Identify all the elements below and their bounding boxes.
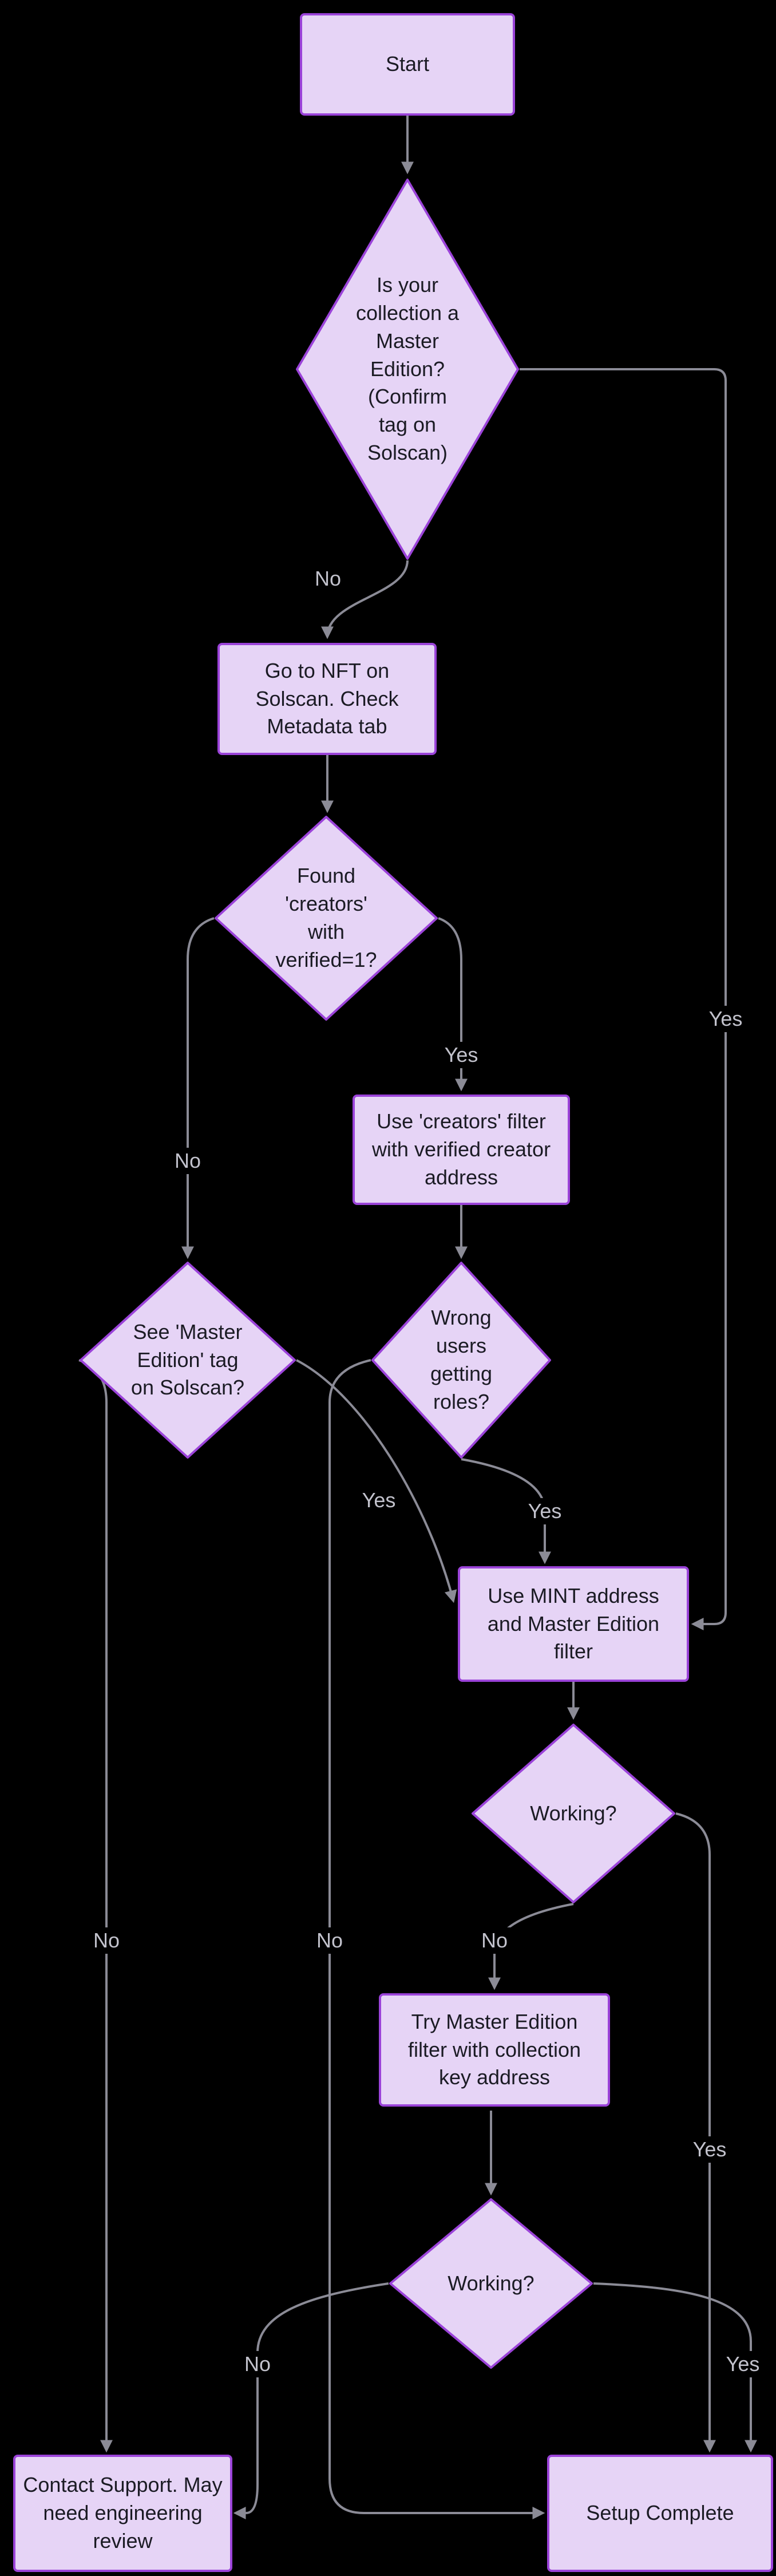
edge-label-working2-yes: Yes (720, 2351, 766, 2377)
node-contact-support-label: Contact Support. May need engineering re… (23, 2473, 223, 2553)
edge-working2-yes (593, 2282, 757, 2453)
decision-working-2: Working? (389, 2198, 593, 2369)
edge-working2-no (233, 2282, 389, 2519)
decision-is-master-edition-label: Is your collection a Master Edition? (Co… (355, 272, 460, 465)
diamond-shape (389, 2198, 593, 2369)
edge-seetag-yes (296, 1359, 457, 1603)
decision-wrong-users: Wrong users getting roles? (371, 1261, 552, 1459)
node-use-creators-filter-label: Use 'creators' filter with verified crea… (371, 1109, 551, 1189)
decision-found-creators-label: Found 'creators' with verified=1? (275, 864, 377, 971)
diamond-shape (215, 816, 438, 1021)
edge-master-no (321, 560, 409, 639)
node-use-mint-address: Use MINT address and Master Edition filt… (458, 1566, 689, 1682)
decision-working-1-label: Working? (530, 1801, 617, 1825)
node-try-master-filter: Try Master Edition filter with collectio… (379, 1993, 610, 2107)
node-contact-support: Contact Support. May need engineering re… (13, 2455, 232, 2572)
diamond-shape (472, 1724, 675, 1903)
edge-foundcreators-yes (438, 917, 468, 1092)
edge-label-working2-no: No (238, 2351, 277, 2377)
edge-label-wrongusers-yes: Yes (522, 1498, 568, 1524)
edge-label-foundcreators-no: No (168, 1148, 207, 1174)
diamond-shape (296, 179, 519, 560)
decision-is-master-edition: Is your collection a Master Edition? (Co… (295, 178, 520, 560)
edge-working1-yes (675, 1812, 716, 2453)
edge-label-master-no: No (308, 566, 347, 592)
decision-see-master-tag: See 'Master Edition' tag on Solscan? (79, 1261, 296, 1459)
edge-foundcreators-no (181, 917, 215, 1259)
node-setup-complete: Setup Complete (547, 2455, 773, 2572)
decision-working-2-label: Working? (448, 2271, 535, 2295)
edge-label-seetag-no: No (87, 1927, 126, 1954)
decision-see-master-tag-label: See 'Master Edition' tag on Solscan? (130, 1319, 245, 1400)
edge-label-working1-yes: Yes (687, 2136, 733, 2163)
edge-label-working1-no: No (475, 1927, 514, 1954)
edge-label-master-yes: Yes (703, 1006, 749, 1032)
edge-master-yes (520, 368, 727, 1630)
diamond-shape (80, 1262, 296, 1459)
node-start-label: Start (385, 52, 430, 76)
diamond-shape (371, 1262, 551, 1459)
edge-label-wrongusers-no: No (310, 1927, 349, 1954)
node-goto-nft-label: Go to NFT on Solscan. Check Metadata tab (255, 658, 399, 738)
decision-working-1: Working? (471, 1723, 676, 1904)
node-goto-nft: Go to NFT on Solscan. Check Metadata tab (217, 643, 437, 755)
node-start: Start (300, 13, 515, 116)
node-try-master-filter-label: Try Master Edition filter with collectio… (407, 2009, 581, 2089)
node-use-mint-address-label: Use MINT address and Master Edition filt… (487, 1583, 660, 1664)
node-setup-complete-label: Setup Complete (586, 2501, 734, 2525)
decision-found-creators: Found 'creators' with verified=1? (214, 815, 438, 1021)
edge-seetag-no (78, 1359, 113, 2453)
edge-label-seetag-yes: Yes (356, 1487, 402, 1514)
decision-wrong-users-label: Wrong users getting roles? (430, 1306, 493, 1413)
node-use-creators-filter: Use 'creators' filter with verified crea… (353, 1095, 570, 1205)
edge-label-foundcreators-yes: Yes (438, 1042, 484, 1068)
